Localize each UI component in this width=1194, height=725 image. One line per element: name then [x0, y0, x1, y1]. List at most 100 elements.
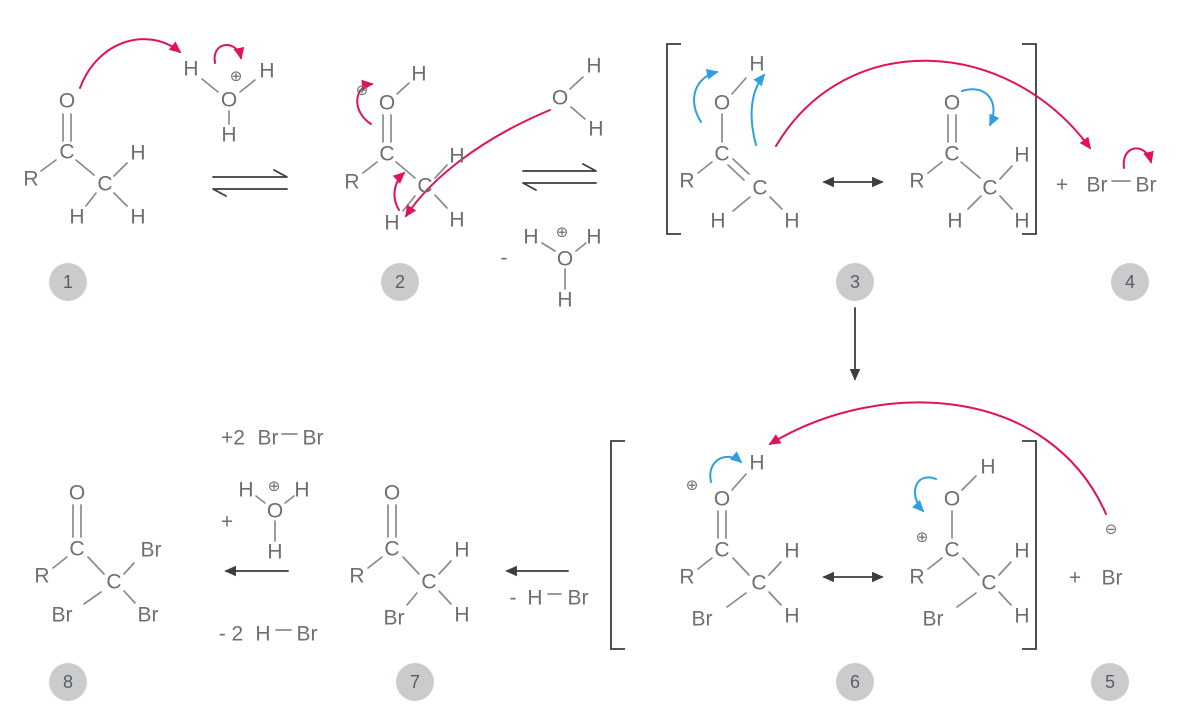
s7-alpha-carbon: C — [421, 571, 436, 594]
s6r-r-group: R — [909, 566, 924, 589]
step-badge — [836, 663, 874, 701]
bond — [284, 495, 295, 504]
step1-hydronium-bonds — [201, 78, 256, 125]
arrow-water-deprotonates-alpha-h — [405, 109, 551, 218]
s6l-oh-hydrogen: H — [749, 452, 764, 475]
s5-plus-sign: + — [1069, 567, 1081, 590]
bond — [731, 473, 747, 491]
s8-hydronium-h-left: H — [238, 479, 253, 502]
s5-bromide: Br — [1102, 567, 1123, 590]
s2-minus-sign: - — [501, 247, 508, 270]
s1-carbonyl-oxygen: O — [59, 90, 75, 113]
arrow-bromide-deprotonation — [768, 401, 1107, 515]
bond — [201, 78, 219, 93]
bond — [768, 561, 782, 576]
bond — [569, 76, 584, 90]
step2-leaving-hydronium-bonds — [541, 242, 587, 290]
bond — [732, 158, 750, 175]
hbr-minus-sign: - — [510, 587, 517, 610]
s7-r-group: R — [349, 565, 364, 588]
enol-h1: H — [710, 210, 725, 233]
s8-br3: Br — [138, 604, 159, 627]
enol-oh-hydrogen: H — [749, 53, 764, 76]
bond — [541, 242, 556, 252]
step-number-8: 8 — [63, 672, 73, 692]
hydronium-plus-sign: + — [221, 511, 233, 534]
arrow-o-lone-pair-to-cation — [912, 476, 937, 513]
enol-r-group: R — [679, 170, 694, 193]
s6r-cation-carbon: C — [944, 539, 959, 562]
keto-h3: H — [1014, 210, 1029, 233]
s1-hydronium-h-left: H — [183, 58, 198, 81]
s2-oh-hydrogen: H — [411, 63, 426, 86]
bond — [434, 194, 448, 209]
s2-lv-hydronium-h-bottom: H — [557, 289, 572, 312]
s8-hydronium-bonds — [255, 495, 295, 542]
bond — [85, 192, 97, 207]
s6r-alpha-carbon: C — [981, 572, 996, 595]
hbr2-hydrogen: H — [255, 623, 270, 646]
s8-hydronium-oxygen: O — [267, 500, 283, 523]
s2-lv-hydronium-charge-icon: ⊕ — [556, 223, 569, 241]
arrow-oh-bond-to-oxygen — [709, 451, 743, 483]
keto-carbonyl-carbon: C — [944, 143, 959, 166]
s6r-oh-hydrogen: H — [980, 456, 995, 479]
enol-c1: C — [714, 143, 729, 166]
s2-water-h2: H — [588, 118, 603, 141]
s8-br2: Br — [52, 604, 73, 627]
s2-r-group: R — [344, 171, 359, 194]
bond — [255, 495, 266, 504]
bond — [697, 557, 713, 570]
bond — [732, 196, 751, 212]
keto-r-group: R — [909, 170, 924, 193]
step-number-1: 1 — [63, 272, 73, 292]
bond — [438, 560, 452, 575]
s6r-bromine: Br — [923, 608, 944, 631]
arrow-hydronium-oh-loop — [213, 44, 245, 64]
equilibrium-arrows-2 — [522, 163, 597, 191]
step-number-5: 5 — [1105, 672, 1115, 692]
bond — [396, 82, 410, 95]
s2-oxygen-charge-icon: ⊕ — [356, 81, 369, 99]
bond — [999, 165, 1013, 180]
arrow-pi-to-oxygen — [356, 79, 374, 125]
step-number-3: 3 — [850, 272, 860, 292]
s2-alpha-carbon: C — [417, 175, 432, 198]
arrow-br-br-loop — [1122, 147, 1154, 169]
enol-c2: C — [752, 177, 767, 200]
s2-lv-hydronium-h-right: H — [586, 226, 601, 249]
bond — [87, 556, 105, 575]
bond — [726, 592, 747, 608]
arrow-enol-attacks-br2 — [775, 59, 1092, 150]
bracket-6-left — [610, 440, 625, 650]
bond — [395, 161, 416, 179]
bond — [732, 557, 750, 576]
s2-alpha-h3: H — [384, 212, 399, 235]
keto-alpha-carbon: C — [982, 177, 997, 200]
s6r-charge-icon: ⊕ — [916, 528, 929, 546]
step-badge — [49, 663, 87, 701]
hbr-hydrogen: H — [527, 587, 542, 610]
step2-molecule-bonds — [362, 82, 448, 212]
bond — [961, 475, 977, 491]
step8-bonds — [52, 504, 136, 605]
s1-hydronium-oxygen: O — [221, 89, 237, 112]
br2-br-left: Br — [258, 427, 279, 450]
s8-br1: Br — [141, 539, 162, 562]
s4-br-right: Br — [1136, 174, 1157, 197]
s6r-h1: H — [1014, 540, 1029, 563]
bond — [123, 590, 136, 604]
s6l-bromine: Br — [692, 608, 713, 631]
s2-carbonyl-carbon: C — [379, 143, 394, 166]
s6r-h2: H — [1014, 605, 1029, 628]
step-number-2: 2 — [395, 272, 405, 292]
hbr2-bromine: Br — [297, 623, 318, 646]
bracket-3-right — [1022, 43, 1037, 235]
hbr2-minus-two: - 2 — [219, 623, 244, 646]
s8-alpha-carbon: C — [106, 571, 121, 594]
bond — [956, 592, 977, 608]
bond — [768, 591, 782, 606]
bond — [570, 106, 586, 120]
